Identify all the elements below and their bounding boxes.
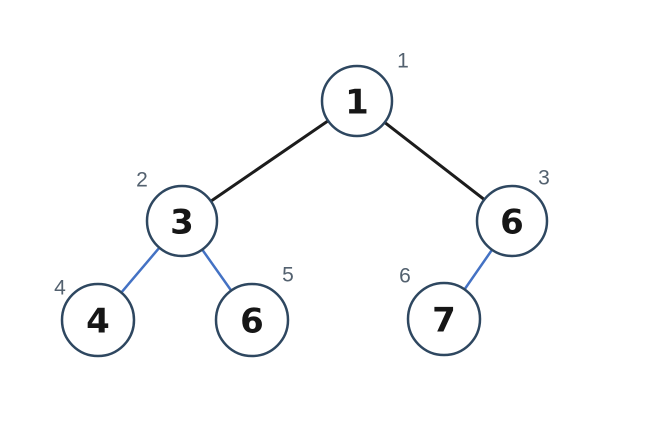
tree-node-annotation-n1: 1 — [397, 50, 409, 73]
tree-node-value-n6b: 6 — [240, 301, 264, 341]
tree-node-circle-n7 — [406, 281, 482, 357]
tree-node-value-n4: 4 — [86, 301, 110, 341]
tree-node-circle-n6r — [475, 184, 549, 258]
tree-node-annotation-n6r: 3 — [538, 167, 550, 190]
tree-node-value-n6r: 6 — [500, 202, 524, 242]
tree-node-annotation-n3: 2 — [136, 169, 148, 192]
tree-node-annotation-n4: 4 — [54, 277, 66, 300]
tree-node-value-n7: 7 — [432, 300, 456, 340]
tree-node-circle-n6b — [214, 282, 290, 358]
tree-node-value-n1: 1 — [345, 82, 369, 122]
tree-node-circle-n3 — [145, 184, 219, 258]
tree-node-annotation-n7: 6 — [399, 265, 411, 288]
tree-node-value-n3: 3 — [170, 202, 194, 242]
tree-node-circle-n1 — [320, 64, 394, 138]
tree-node-annotation-n6b: 5 — [282, 264, 294, 287]
tree-node-circle-n4 — [60, 282, 136, 358]
